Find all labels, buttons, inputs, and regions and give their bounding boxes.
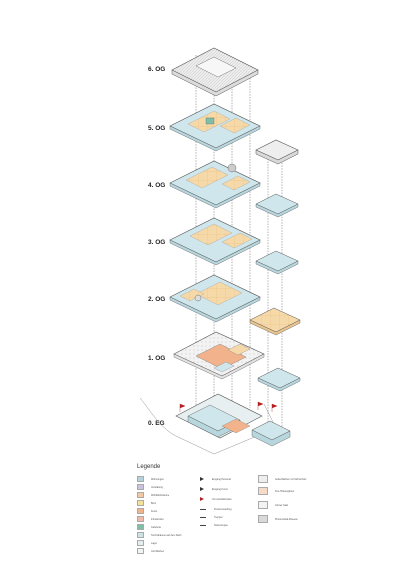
legend-item: Wohnungen [137,476,164,482]
legend-item: Eingang Personal [200,476,231,482]
legend-item: Grüner Saal [258,501,288,509]
legend-item: Nebentreppe [200,522,228,528]
side-tower-floors [249,193,301,392]
dashed-line-icon [200,524,206,526]
legend-item: Verwaltung [137,484,163,490]
legend-label: Wohlfahrtsräume [151,493,170,497]
floor-label-og4: 4. OG [148,182,165,189]
legend-swatch [137,484,144,490]
legend-label: Treppen [214,515,223,519]
legend-item: Grünflächen [137,548,164,554]
legend-label: Außenflächen mit Sichtschutz [275,477,307,481]
legend-label: Nebentreppe [214,523,228,527]
legend-item: Kunst [137,508,157,514]
legend-label: Kunst [151,509,158,513]
legend-item: Infrastruktur [137,516,164,522]
entrance-triangle-icon [200,477,204,481]
legend-item: Außenflächen mit Sichtschutz [258,475,307,483]
legend-label: Verwaltung [151,485,163,489]
legend-title: Legende [137,464,161,470]
legend-item: Personenaufzug [200,506,231,512]
floor-plate-og6 [171,47,259,97]
entrance-triangle-icon [200,487,204,491]
driveway-triangle-icon [200,497,204,501]
legend-label: Wohnungen [151,477,164,481]
floor-plate-og5 [169,103,261,152]
legend-label: Personenaufzug [214,507,232,511]
legend-label: Eingang Personal [212,477,231,481]
legend-swatch [137,540,144,546]
floor-plate-og4 [169,160,261,209]
legend-swatch [137,548,144,554]
floor-label-og5: 5. OG [148,125,165,132]
legend-label: Um-/Ausfahrtweite [212,497,232,501]
legend-item: Frei-/Wintergärten [258,487,295,495]
legend-swatch [137,508,144,514]
legend-item: Technikräume auf dem Dach [137,532,181,538]
floor-label-og6: 6. OG [148,66,165,73]
floor-plate-og2 [169,274,261,323]
legend-swatch [258,515,268,523]
floor-label-og1: 1. OG [148,355,165,362]
legend-swatch [258,487,268,495]
legend-item: Cafeteria [137,524,161,530]
floor-labels: 6. OG 5. OG 4. OG 3. OG 2. OG 1. OG 0. E… [148,66,165,427]
legend-swatch [137,516,144,522]
legend-label: Grünflächen [151,549,165,553]
legend-item: Büro [137,500,156,506]
floor-plate-eg0 [139,393,291,455]
legend-label: Lager [151,541,158,545]
legend-label: Photovoltaik-Paneele [275,517,298,521]
legend-label: Frei-/Wintergärten [275,489,295,493]
legend-swatch [137,532,144,538]
floor-label-og3: 3. OG [148,239,165,246]
legend-item: Wohlfahrtsräume [137,492,169,498]
dashed-line-icon [200,508,206,510]
legend-item: Treppen [200,514,223,520]
legend-swatch [137,524,144,530]
legend-label: Grüner Saal [275,503,288,507]
legend-swatch [137,492,144,498]
floor-label-eg0: 0. EG [148,420,165,427]
legend-label: Eingang Kunst [212,487,228,491]
legend-item: Photovoltaik-Paneele [258,515,298,523]
dashed-line-icon [200,516,206,518]
legend-label: Cafeteria [151,525,161,529]
legend-label: Infrastruktur [151,517,164,521]
legend-swatch [137,500,144,506]
legend-label: Technikräume auf dem Dach [151,533,182,537]
legend-swatch [258,501,268,509]
legend-item: Lager [137,540,157,546]
floor-plate-og1 [173,331,265,380]
legend-swatch [137,476,144,482]
floor-label-og2: 2. OG [148,296,165,303]
legend-label: Büro [151,501,157,505]
side-tower-roof [255,139,299,165]
legend-item: Eingang Kunst [200,486,228,492]
floor-plate-og3 [169,217,261,266]
legend-item: Um-/Ausfahrtweite [200,496,232,502]
legend-swatch [258,475,268,483]
